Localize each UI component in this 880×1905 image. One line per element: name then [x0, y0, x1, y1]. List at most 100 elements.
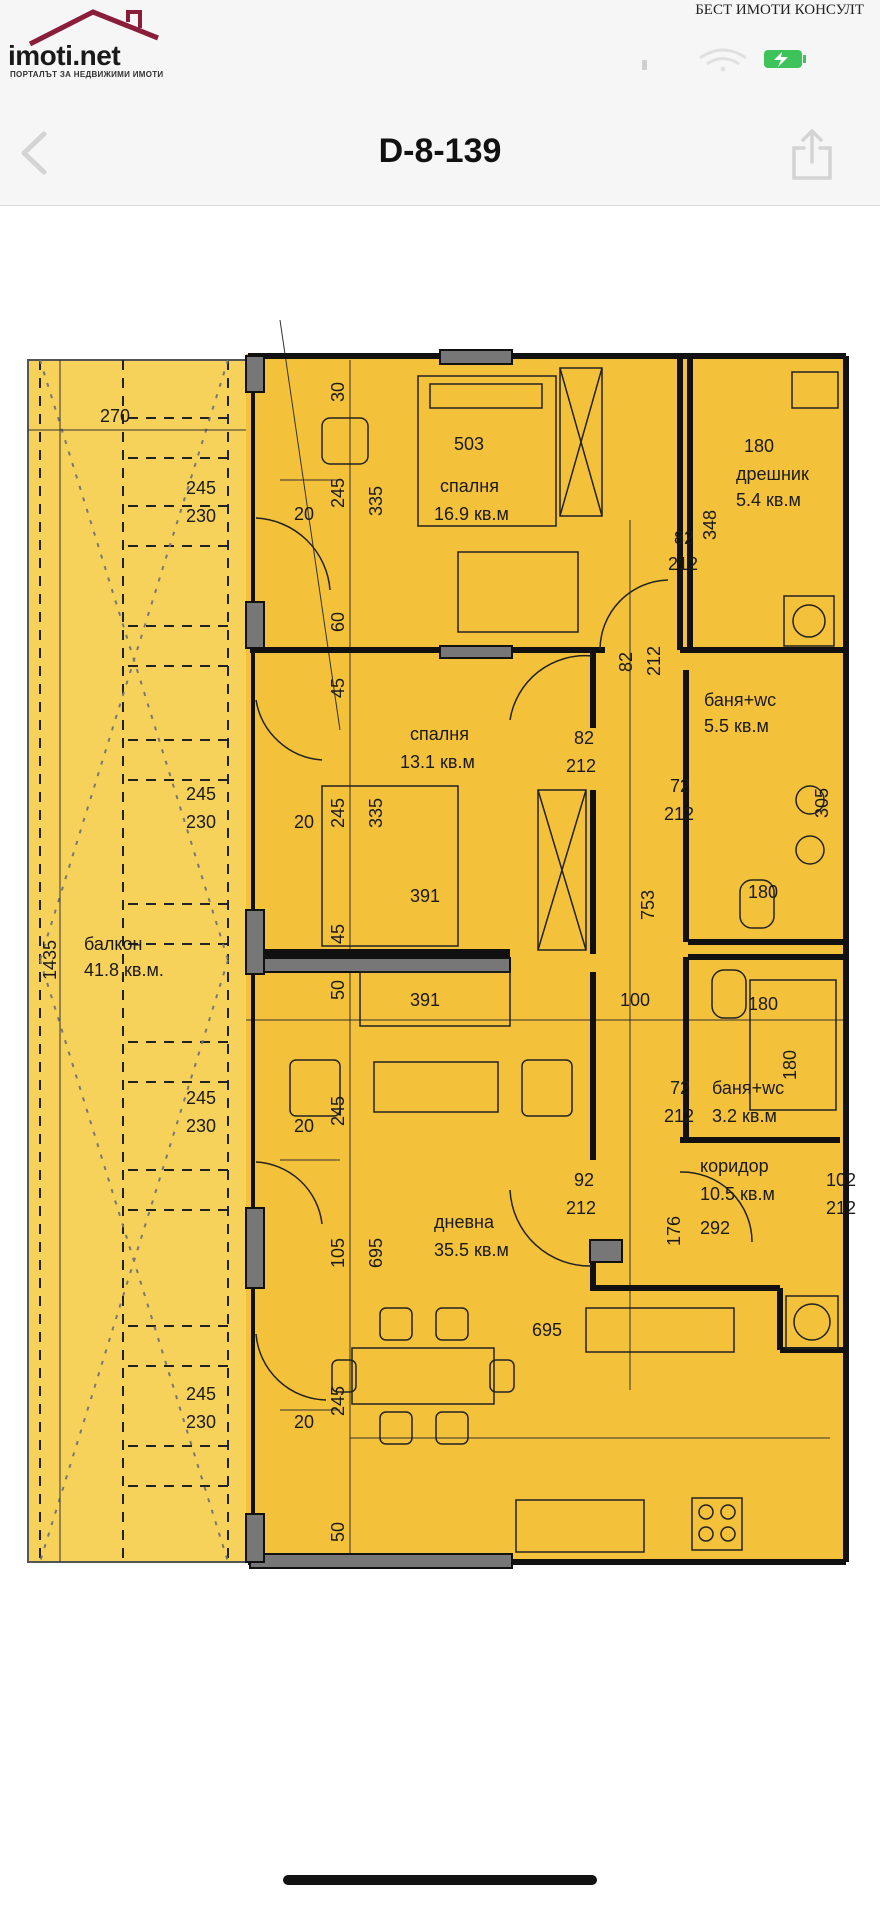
dim-label: 335 — [366, 798, 386, 828]
room-area-bedroom2: 13.1 кв.м — [400, 752, 475, 772]
dim-label: 30 — [328, 382, 348, 402]
dim-label: 270 — [100, 406, 130, 426]
dim-label: 292 — [700, 1218, 730, 1238]
dim-label: 305 — [812, 788, 832, 818]
room-name-living: дневна — [434, 1212, 495, 1232]
dim-label: 230 — [186, 812, 216, 832]
room-area-bedroom1: 16.9 кв.м — [434, 504, 509, 524]
dim-label: 503 — [454, 434, 484, 454]
toilet — [711, 969, 747, 1019]
dim-label: 245 — [328, 1096, 348, 1126]
dim-label: 50 — [328, 980, 348, 1000]
house-roof-icon — [28, 9, 159, 47]
logo-tagline: ПОРТАЛЪТ ЗА НЕДВИЖИМИ ИМОТИ — [10, 70, 164, 79]
dim-label: 391 — [410, 886, 440, 906]
room-area-corridor: 10.5 кв.м — [700, 1184, 775, 1204]
sink — [783, 595, 835, 647]
dim-label: 212 — [826, 1198, 856, 1218]
dim-label: 245 — [186, 1088, 216, 1108]
dim-label: 20 — [294, 812, 314, 832]
room-labels: спалня 16.9 кв.м спалня 13.1 кв.м дрешни… — [84, 464, 809, 1260]
dim-label: 212 — [566, 756, 596, 776]
dim-label: 335 — [366, 486, 386, 516]
dim-label: 212 — [664, 1106, 694, 1126]
dim-label: 50 — [328, 1522, 348, 1542]
agency-watermark: БЕСТ ИМОТИ КОНСУЛТ — [695, 2, 864, 18]
wifi-icon — [699, 48, 747, 72]
room-name-corridor: коридор — [700, 1156, 769, 1176]
dim-label: 180 — [744, 436, 774, 456]
dim-label: 92 — [574, 1170, 594, 1190]
dim-label: 100 — [620, 990, 650, 1010]
bed — [417, 375, 557, 527]
window-segments — [245, 349, 623, 1569]
dim-label: 230 — [186, 1116, 216, 1136]
dim-label: 1435 — [40, 940, 60, 980]
dining-table — [351, 1347, 495, 1405]
room-area-balcony: 41.8 кв.м. — [84, 960, 164, 980]
dim-label: 695 — [366, 1238, 386, 1268]
dim-label: 245 — [186, 478, 216, 498]
dim-label: 212 — [644, 646, 664, 676]
app-header: imoti.net ПОРТАЛЪТ ЗА НЕДВИЖИМИ ИМОТИ БЕ… — [0, 0, 880, 206]
floor-plan: спалня 16.9 кв.м спалня 13.1 кв.м дрешни… — [27, 320, 856, 1569]
room-name-bath2: баня+wc — [712, 1078, 784, 1098]
door-swings — [255, 517, 753, 1401]
dim-label: 695 — [532, 1320, 562, 1340]
stove — [691, 1497, 743, 1551]
battery-charging-icon — [764, 50, 806, 68]
room-name-wardrobe: дрешник — [736, 464, 809, 484]
dim-label: 45 — [328, 924, 348, 944]
dim-label: 180 — [748, 882, 778, 902]
room-area-bath2: 3.2 кв.м — [712, 1106, 777, 1126]
dim-label: 72 — [670, 1078, 690, 1098]
dim-label: 176 — [664, 1216, 684, 1246]
dim-label: 20 — [294, 504, 314, 524]
room-name-bedroom2: спалня — [410, 724, 469, 744]
dim-label: 245 — [186, 784, 216, 804]
home-indicator[interactable] — [283, 1875, 597, 1885]
status-bar — [642, 48, 806, 72]
room-name-bath1: баня+wc — [704, 690, 776, 710]
dim-label: 212 — [566, 1198, 596, 1218]
dim-label: 180 — [748, 994, 778, 1014]
signal-icon — [642, 60, 647, 70]
dim-label: 105 — [328, 1238, 348, 1268]
washing-machine — [785, 1295, 839, 1349]
room-name-bedroom1: спалня — [440, 476, 499, 496]
dim-label: 45 — [328, 678, 348, 698]
bed — [321, 785, 459, 947]
dim-label: 82 — [574, 728, 594, 748]
dim-label: 245 — [328, 798, 348, 828]
dim-label: 212 — [664, 804, 694, 824]
imoti-logo[interactable] — [8, 8, 168, 88]
room-area-living: 35.5 кв.м — [434, 1240, 509, 1260]
dim-label: 72 — [670, 776, 690, 796]
room-area-wardrobe: 5.4 кв.м — [736, 490, 801, 510]
dim-label: 20 — [294, 1116, 314, 1136]
share-button[interactable] — [790, 128, 834, 182]
chevron-left-icon — [21, 131, 47, 175]
dimension-lines — [28, 320, 846, 1562]
balcony-fill — [27, 359, 249, 1563]
dim-label: 230 — [186, 506, 216, 526]
dim-label: 391 — [410, 990, 440, 1010]
balcony-hatch — [39, 359, 229, 1563]
page-title: D-8-139 — [378, 132, 502, 170]
dim-label: 245 — [328, 1386, 348, 1416]
back-button[interactable] — [14, 128, 54, 178]
dim-label: 180 — [780, 1050, 800, 1080]
furniture — [289, 367, 839, 1553]
toilet — [739, 879, 775, 929]
dim-label: 348 — [700, 510, 720, 540]
dim-label: 60 — [328, 612, 348, 632]
room-name-balcony: балкон — [84, 934, 142, 954]
room-area-bath1: 5.5 кв.м — [704, 716, 769, 736]
dim-label: 753 — [638, 890, 658, 920]
dim-label: 20 — [294, 1412, 314, 1432]
sofa — [359, 971, 511, 1027]
dim-label: 102 — [826, 1170, 856, 1190]
dim-label: 230 — [186, 1412, 216, 1432]
logo-wordmark: imoti.net — [8, 40, 121, 71]
dim-label: 212 — [668, 554, 698, 574]
